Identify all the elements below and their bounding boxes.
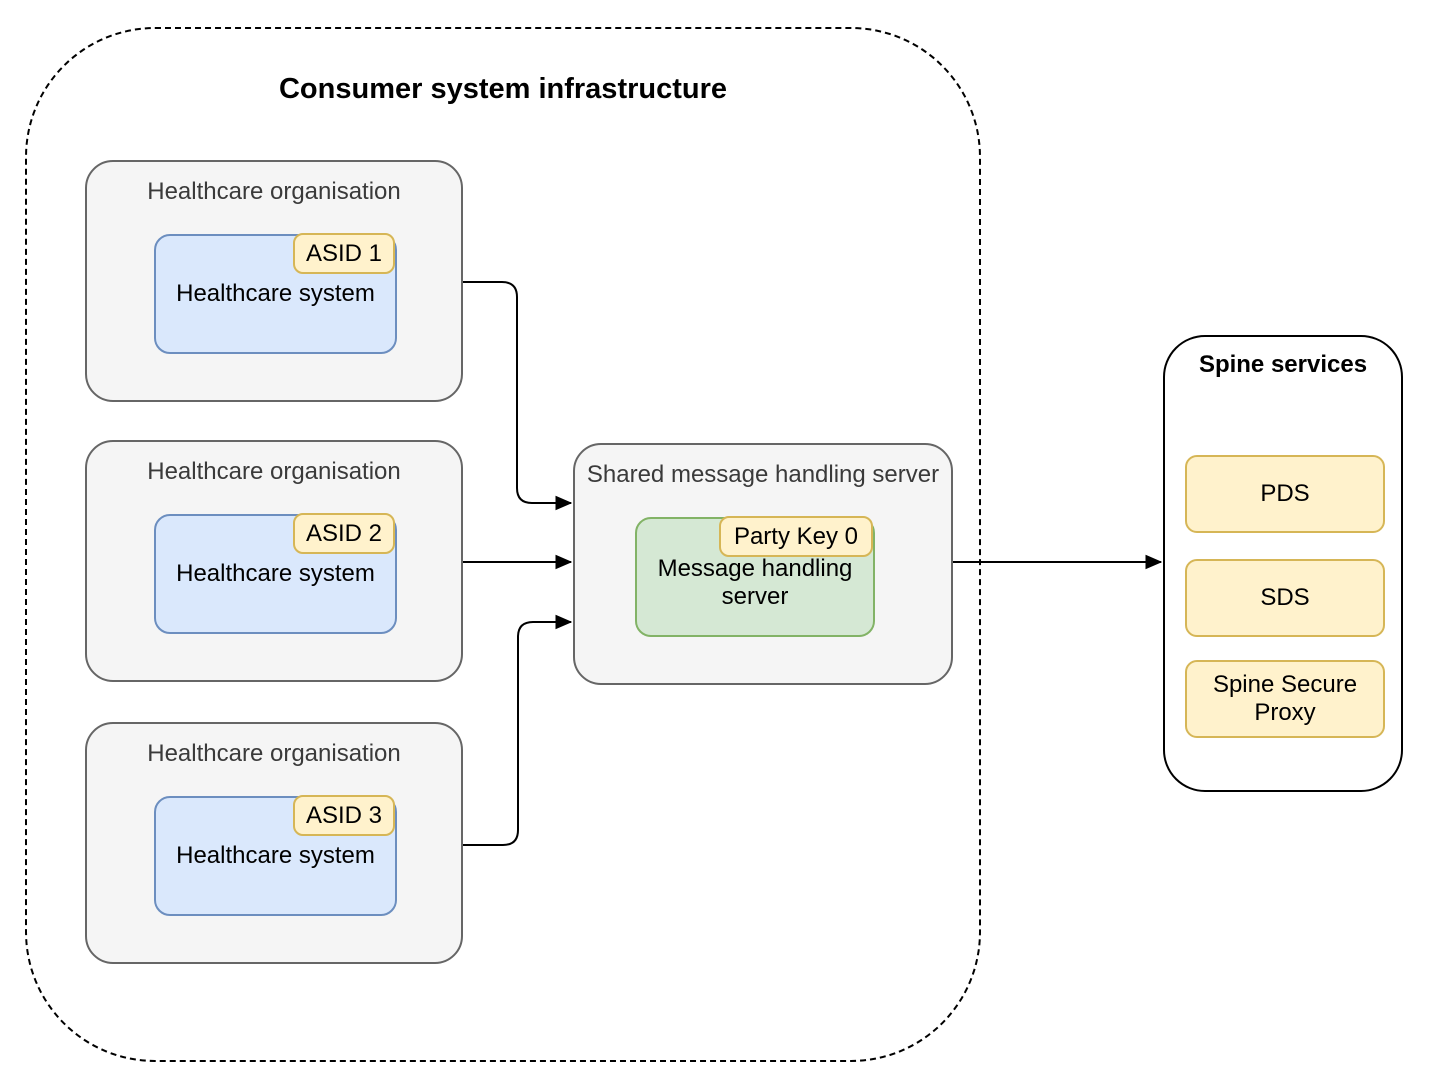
asid-badge-1: ASID 1 xyxy=(292,233,395,274)
healthcare-system-label: Healthcare system xyxy=(176,560,375,587)
pds-service-node: PDS xyxy=(1185,455,1385,533)
healthcare-system-label: Healthcare system xyxy=(176,842,375,869)
healthcare-organisation-label: Healthcare organisation xyxy=(147,178,401,205)
healthcare-system-label: Healthcare system xyxy=(176,280,375,307)
message-handling-server-label: Message handling server xyxy=(657,555,853,610)
spine-secure-proxy-service-node: Spine Secure Proxy xyxy=(1185,660,1385,738)
consumer-infrastructure-container: Consumer system infrastructure xyxy=(25,27,981,1062)
spine-services-title: Spine services xyxy=(1198,351,1368,378)
spine-services-box: Spine services PDS SDS Spine Secure Prox… xyxy=(1163,335,1403,792)
healthcare-organisation-box-2: Healthcare organisation Healthcare syste… xyxy=(85,440,463,682)
healthcare-organisation-box-3: Healthcare organisation Healthcare syste… xyxy=(85,722,463,964)
shared-message-handling-server-box: Shared message handling server Message h… xyxy=(573,443,953,685)
healthcare-organisation-label: Healthcare organisation xyxy=(147,740,401,767)
sds-service-node: SDS xyxy=(1185,559,1385,637)
consumer-infrastructure-title: Consumer system infrastructure xyxy=(278,73,728,105)
asid-badge-3: ASID 3 xyxy=(292,795,395,836)
asid-badge-2: ASID 2 xyxy=(292,513,395,554)
healthcare-organisation-box-1: Healthcare organisation Healthcare syste… xyxy=(85,160,463,402)
healthcare-organisation-label: Healthcare organisation xyxy=(147,458,401,485)
shared-message-handling-server-label: Shared message handling server xyxy=(586,461,940,488)
party-key-badge: Party Key 0 xyxy=(718,516,873,557)
